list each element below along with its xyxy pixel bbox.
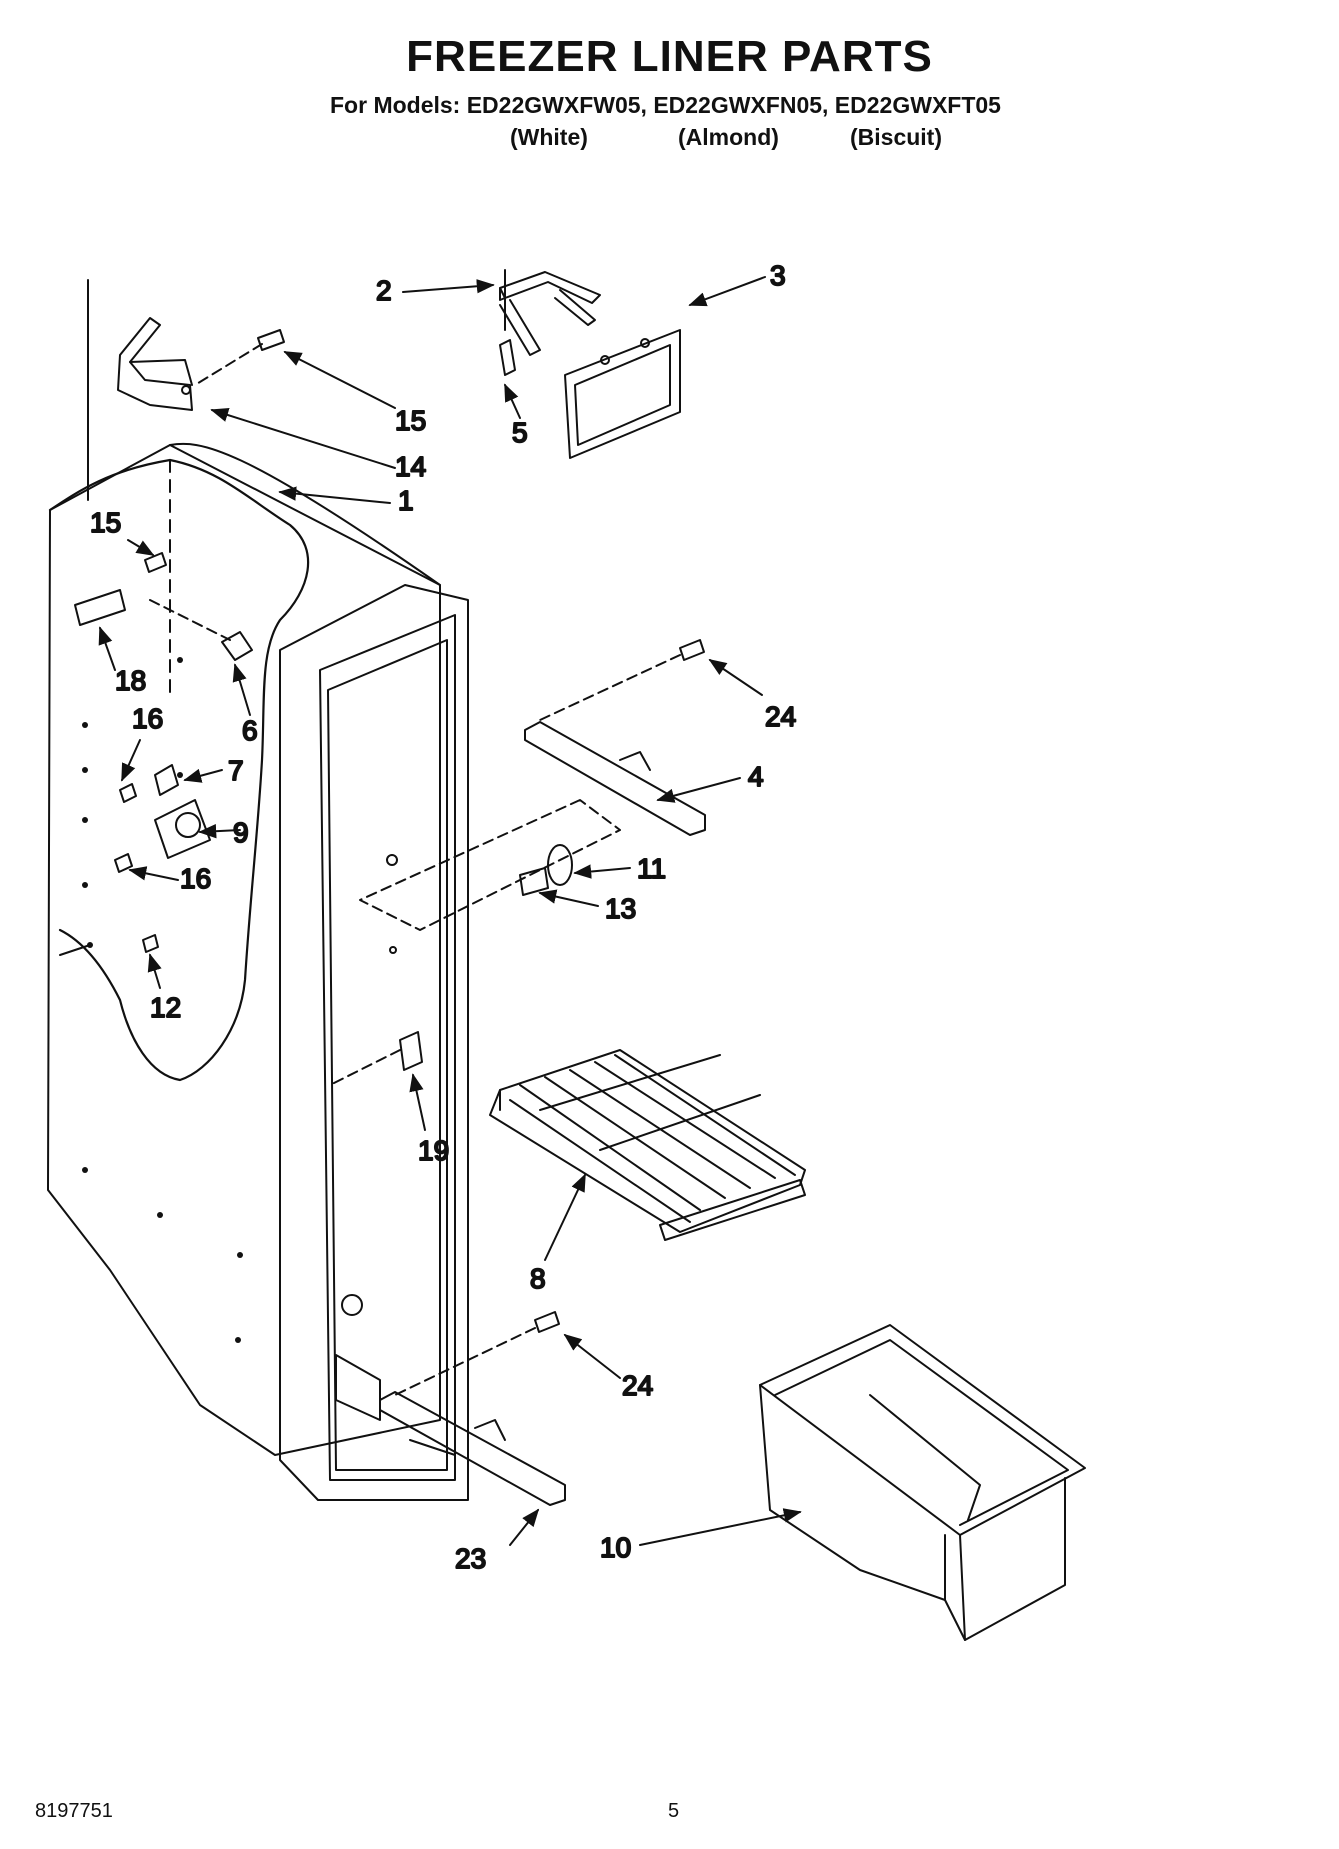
callout-4: 4 — [748, 761, 764, 792]
freezer-liner — [47, 442, 469, 1501]
screw-15-top — [194, 329, 285, 386]
shelf-rail-23 — [379, 1311, 566, 1506]
callout-19: 19 — [418, 1135, 449, 1166]
callout-11: 11 — [637, 853, 666, 884]
callout-15-top: 15 — [395, 405, 426, 436]
callout-15-left: 15 — [90, 507, 121, 538]
callout-8: 8 — [530, 1263, 546, 1294]
callout-24-bottom: 24 — [622, 1370, 653, 1401]
light-socket-group — [59, 764, 211, 956]
bracket-14 — [87, 279, 193, 501]
switch-19 — [329, 1031, 423, 1086]
screw-15-left — [74, 552, 231, 641]
callout-10: 10 — [600, 1532, 631, 1563]
callout-13: 13 — [605, 893, 636, 924]
callout-7: 7 — [228, 755, 244, 786]
callout-5: 5 — [512, 417, 528, 448]
color-white: (White) — [510, 124, 588, 150]
shelf-rail-4 — [524, 639, 706, 836]
wire-shelf-8 — [489, 1049, 806, 1241]
leader-arrows — [98, 276, 802, 1546]
hanger-2 — [499, 269, 601, 376]
callout-1: 1 — [398, 485, 414, 516]
callout-2: 2 — [376, 275, 392, 306]
callout-24-top: 24 — [765, 701, 796, 732]
cover-3 — [564, 329, 681, 459]
callout-16-top: 16 — [132, 703, 163, 734]
callout-23: 23 — [455, 1543, 486, 1574]
callout-14: 14 — [395, 451, 426, 482]
callout-12: 12 — [150, 992, 181, 1023]
storage-bin-10 — [759, 1324, 1086, 1641]
callout-labels: 1 2 3 4 5 6 7 8 9 10 11 12 13 14 15 15 1… — [89, 259, 797, 1575]
color-almond: (Almond) — [678, 124, 779, 150]
models-line: For Models: ED22GWXFW05, ED22GWXFN05, ED… — [330, 92, 1001, 118]
part-number: 8197751 — [35, 1800, 113, 1822]
callout-9: 9 — [233, 817, 249, 848]
color-biscuit: (Biscuit) — [850, 124, 942, 150]
callout-18: 18 — [115, 665, 146, 696]
grommet-11 — [359, 799, 621, 931]
page-title: FREEZER LINER PARTS — [406, 32, 933, 81]
callout-16-bottom: 16 — [180, 863, 211, 894]
callout-3: 3 — [770, 260, 786, 291]
callout-6: 6 — [242, 715, 258, 746]
clip-6 — [221, 631, 253, 661]
page-number: 5 — [668, 1800, 680, 1822]
